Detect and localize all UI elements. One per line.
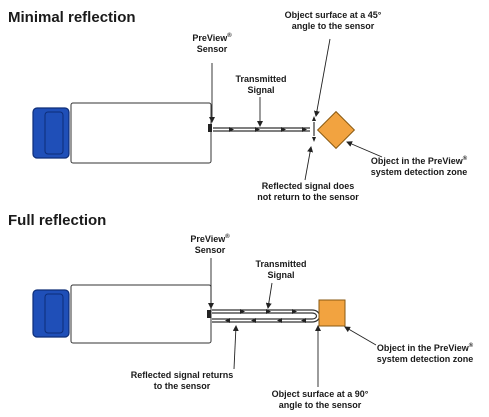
- minimal-object: [316, 110, 356, 150]
- minimal-reflected-signal: [312, 116, 316, 142]
- full-reflected-signal: [212, 318, 312, 323]
- minimal-truck-cab: [32, 107, 70, 159]
- full-reflection-title: Full reflection: [8, 212, 107, 229]
- minimal-transmitted-signal: [213, 127, 310, 132]
- minimal-reflected-label: Reflected signal does not return to the …: [257, 181, 359, 202]
- full-sensor: [207, 310, 211, 318]
- full-reflected-label: Reflected signal returns to the sensor: [130, 370, 234, 391]
- minimal-transmitted-label: Transmitted Signal: [235, 74, 287, 95]
- full-object: [318, 299, 346, 327]
- full-truck: [32, 284, 212, 344]
- full-transmitted-label: Transmitted Signal: [255, 259, 307, 280]
- full-surface-label: Object surface at a 90° angle to the sen…: [271, 389, 369, 410]
- minimal-reflection-title: Minimal reflection: [8, 9, 136, 26]
- full-object-label: Object in the PreView® system detection …: [376, 343, 474, 364]
- minimal-object-label: Object in the PreView® system detection …: [370, 156, 468, 177]
- minimal-surface-label: Object surface at a 45° angle to the sen…: [284, 10, 382, 31]
- full-sensor-label: PreView® Sensor: [190, 234, 230, 255]
- minimal-truck: [32, 102, 212, 164]
- minimal-sensor-label: PreView® Sensor: [192, 33, 232, 54]
- full-transmitted-signal: [212, 309, 312, 314]
- minimal-sensor: [208, 124, 212, 132]
- minimal-truck-trailer: [70, 102, 212, 164]
- full-truck-trailer: [70, 284, 212, 344]
- full-truck-cab: [32, 289, 70, 338]
